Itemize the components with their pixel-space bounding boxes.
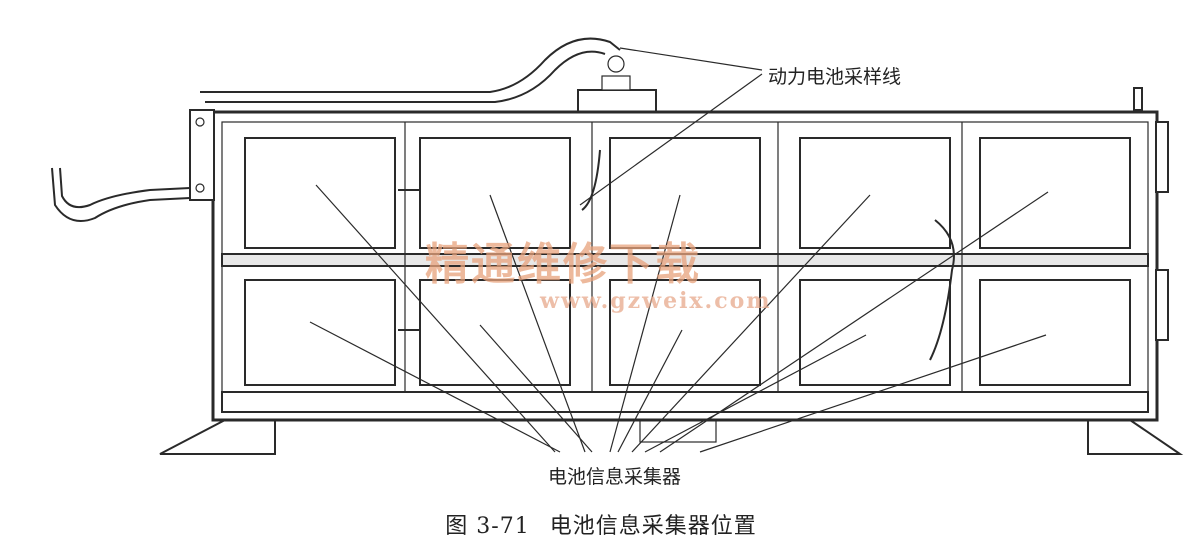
leader-sampling-wire xyxy=(579,47,763,206)
watermark-text: 精通维修下载 xyxy=(425,239,701,290)
middle-rail xyxy=(221,253,1149,267)
collector-row-bottom xyxy=(244,279,1131,386)
leader-collector xyxy=(309,184,1049,453)
watermark-url: www.gzweix.com xyxy=(540,288,772,314)
right-flange xyxy=(1155,121,1169,193)
label-sampling-wire: 动力电池采样线 xyxy=(768,66,902,88)
right-foot xyxy=(1087,419,1184,455)
left-foot xyxy=(159,419,276,455)
top-connector xyxy=(577,89,657,113)
right-post xyxy=(1133,87,1143,111)
sampling-wire-tube xyxy=(200,37,621,103)
internal-harness xyxy=(398,149,955,361)
collector-row-top xyxy=(244,137,1131,249)
figure-caption: 图 3-71 电池信息采集器位置 xyxy=(0,508,1202,540)
caption-title: 电池信息采集器位置 xyxy=(549,514,757,539)
caption-number: 图 3-71 xyxy=(445,514,530,539)
left-flange xyxy=(189,109,215,201)
bottom-rail xyxy=(221,391,1149,413)
left-cable xyxy=(51,167,191,222)
label-info-collector: 电池信息采集器 xyxy=(548,466,682,488)
